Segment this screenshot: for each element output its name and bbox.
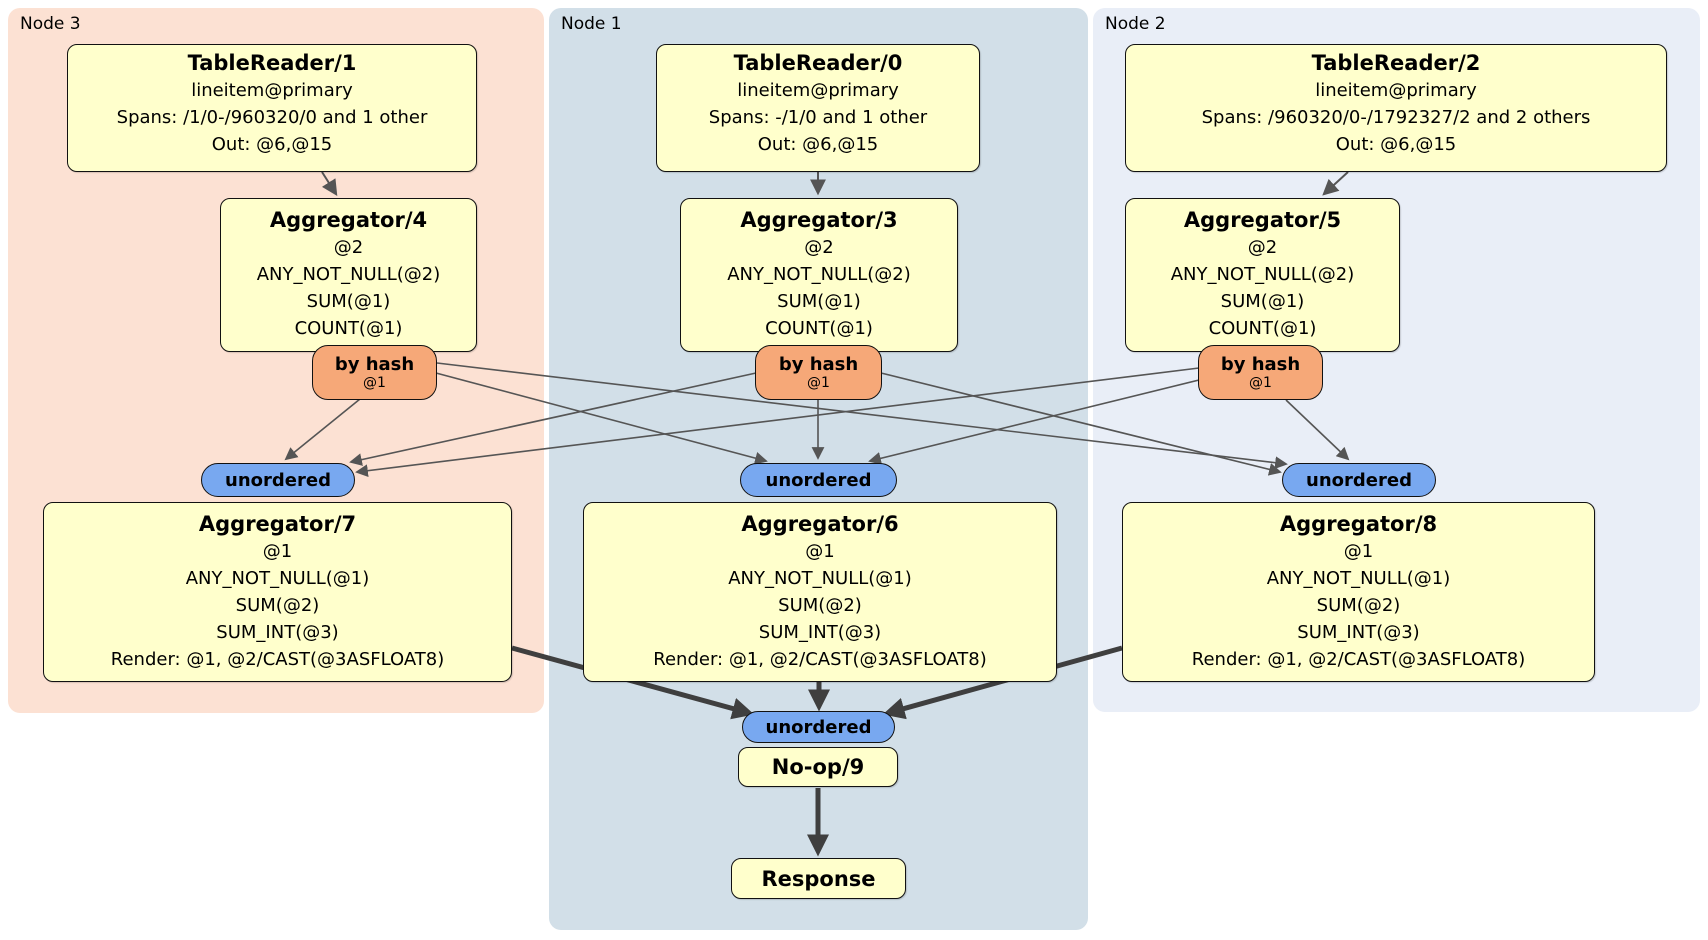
processor-title: Aggregator/7 xyxy=(198,512,357,536)
aggregator-4-box: Aggregator/4 @2 ANY_NOT_NULL(@2) SUM(@1)… xyxy=(220,198,477,352)
tablereader-0-box: TableReader/0 lineitem@primary Spans: -/… xyxy=(656,44,980,172)
processor-line: Spans: /960320/0-/1792327/2 and 2 others xyxy=(1201,107,1591,128)
processor-line: @1 xyxy=(1343,541,1374,562)
hash-router-node2: by hash @1 xyxy=(1198,345,1323,400)
processor-line: Out: @6,@15 xyxy=(211,134,333,155)
processor-line: COUNT(@1) xyxy=(765,318,873,339)
processor-line: lineitem@primary xyxy=(737,80,899,101)
processor-line: SUM(@2) xyxy=(778,595,862,616)
router-detail: @1 xyxy=(1249,374,1272,391)
tablereader-to-aggregator-arrows xyxy=(321,171,1349,197)
tablereader-1-box: TableReader/1 lineitem@primary Spans: /1… xyxy=(67,44,477,172)
processor-line: SUM(@1) xyxy=(306,291,391,312)
processor-line: COUNT(@1) xyxy=(294,318,403,339)
processor-line: SUM_INT(@3) xyxy=(1297,622,1420,643)
processor-line: @2 xyxy=(804,237,834,258)
processor-line: COUNT(@1) xyxy=(1208,318,1317,339)
processor-line: Render: @1, @2/CAST(@3ASFLOAT8) xyxy=(653,649,987,670)
processor-line: SUM(@1) xyxy=(1220,291,1305,312)
processor-title: Aggregator/4 xyxy=(269,208,428,232)
processor-title: Aggregator/3 xyxy=(740,208,898,232)
aggregator-7-box: Aggregator/7 @1 ANY_NOT_NULL(@1) SUM(@2)… xyxy=(43,502,512,682)
processor-line: lineitem@primary xyxy=(1315,80,1477,101)
processor-line: SUM(@2) xyxy=(235,595,320,616)
processor-title: Aggregator/5 xyxy=(1183,208,1342,232)
processor-line: ANY_NOT_NULL(@2) xyxy=(727,264,911,285)
router-label: by hash xyxy=(778,353,859,375)
processor-title: TableReader/0 xyxy=(733,51,903,75)
aggregator-8-box: Aggregator/8 @1 ANY_NOT_NULL(@1) SUM(@2)… xyxy=(1122,502,1595,682)
processor-line: lineitem@primary xyxy=(191,80,353,101)
response-box: Response xyxy=(731,858,906,899)
unordered-sync-final: unordered xyxy=(742,711,895,743)
processor-line: @1 xyxy=(805,541,835,562)
aggregator-5-box: Aggregator/5 @2 ANY_NOT_NULL(@2) SUM(@1)… xyxy=(1125,198,1400,352)
node2-label: Node 2 xyxy=(1105,14,1166,34)
node3-label: Node 3 xyxy=(20,14,81,34)
aggregator-6-box: Aggregator/6 @1 ANY_NOT_NULL(@1) SUM(@2)… xyxy=(583,502,1057,682)
processor-line: SUM_INT(@3) xyxy=(758,622,882,643)
noop-9-box: No-op/9 xyxy=(738,747,898,787)
router-detail: @1 xyxy=(807,374,830,391)
unordered-sync-node3: unordered xyxy=(201,463,355,497)
processor-title: TableReader/2 xyxy=(1311,51,1481,75)
processor-line: @1 xyxy=(262,541,293,562)
aggregator-3-box: Aggregator/3 @2 ANY_NOT_NULL(@2) SUM(@1)… xyxy=(680,198,958,352)
processor-title: Aggregator/8 xyxy=(1279,512,1438,536)
processor-line: Out: @6,@15 xyxy=(757,134,879,155)
processor-line: Render: @1, @2/CAST(@3ASFLOAT8) xyxy=(110,649,445,670)
processor-line: SUM(@1) xyxy=(777,291,861,312)
tablereader-2-box: TableReader/2 lineitem@primary Spans: /9… xyxy=(1125,44,1667,172)
processor-line: ANY_NOT_NULL(@1) xyxy=(185,568,370,589)
processor-line: ANY_NOT_NULL(@2) xyxy=(1170,264,1355,285)
processor-title: Aggregator/6 xyxy=(741,512,899,536)
router-label: by hash xyxy=(1220,353,1301,375)
router-detail: @1 xyxy=(363,374,386,391)
processor-line: ANY_NOT_NULL(@2) xyxy=(256,264,441,285)
processor-line: @2 xyxy=(333,237,364,258)
node1-label: Node 1 xyxy=(561,14,622,34)
processor-line: Render: @1, @2/CAST(@3ASFLOAT8) xyxy=(1191,649,1526,670)
processor-line: ANY_NOT_NULL(@1) xyxy=(728,568,912,589)
processor-line: SUM_INT(@3) xyxy=(216,622,339,643)
processor-line: SUM(@2) xyxy=(1316,595,1401,616)
processor-line: @2 xyxy=(1247,237,1278,258)
hash-router-node1: by hash @1 xyxy=(755,345,882,400)
router-label: by hash xyxy=(334,353,415,375)
processor-line: Out: @6,@15 xyxy=(1335,134,1457,155)
processor-title: TableReader/1 xyxy=(187,51,357,75)
router-to-sync-mesh xyxy=(284,362,1350,478)
processor-line: Spans: -/1/0 and 1 other xyxy=(708,107,928,128)
processor-line: Spans: /1/0-/960320/0 and 1 other xyxy=(116,107,428,128)
processor-line: ANY_NOT_NULL(@1) xyxy=(1266,568,1451,589)
unordered-sync-node1: unordered xyxy=(740,463,897,497)
unordered-sync-node2: unordered xyxy=(1282,463,1436,497)
hash-router-node3: by hash @1 xyxy=(312,345,437,400)
